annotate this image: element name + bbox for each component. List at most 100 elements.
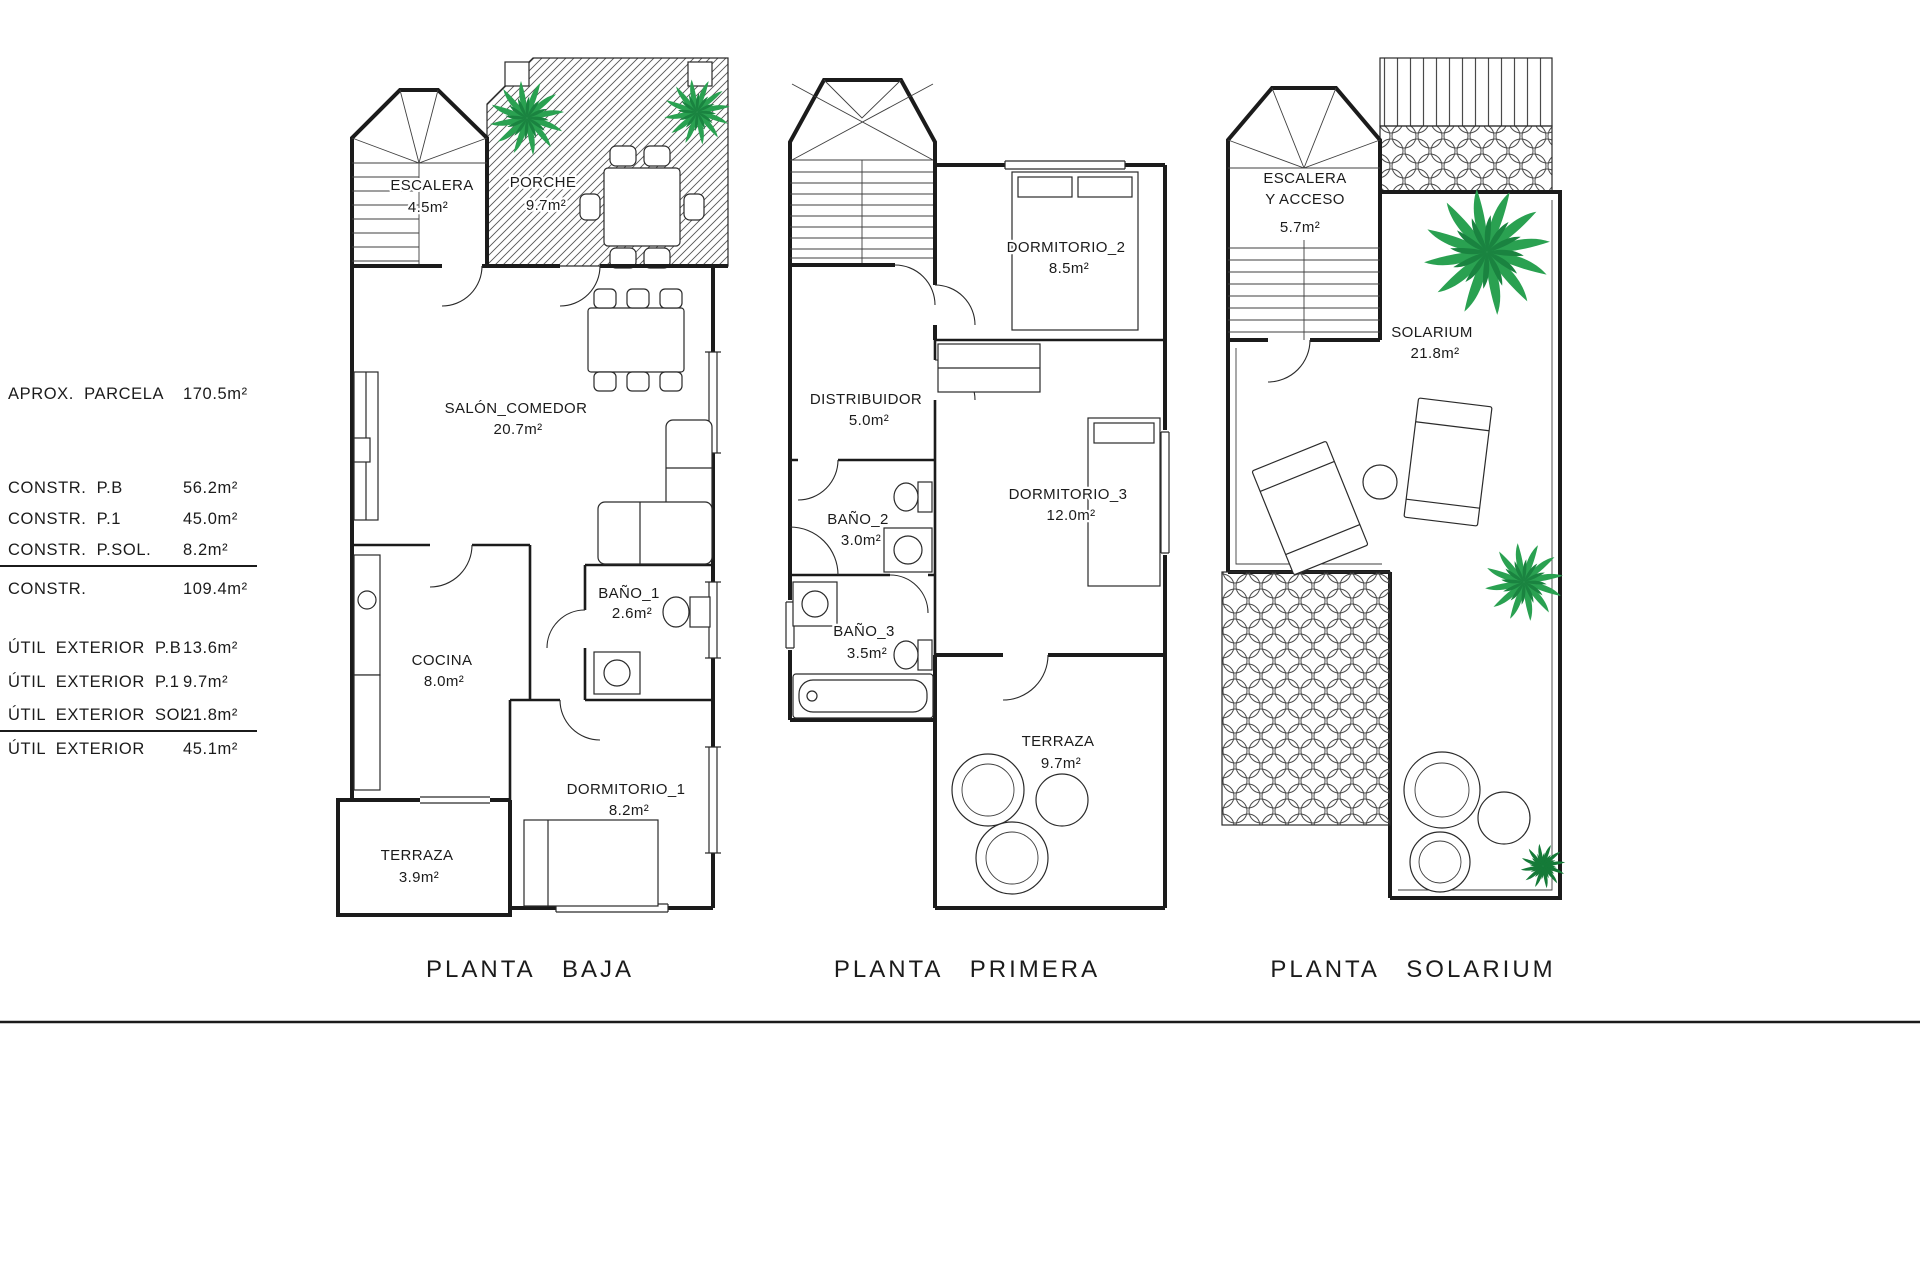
- wardrobe-icon: [937, 343, 1041, 393]
- door-arc: [797, 459, 839, 501]
- roof-tiles-lower: [1221, 571, 1391, 826]
- room-label-dormitorio3: DORMITORIO_3 12.0m²: [1006, 484, 1129, 527]
- door-arc: [889, 574, 929, 614]
- legend-label: ÚTIL EXTERIOR: [8, 739, 145, 758]
- area-legend: APROX. PARCELA 170.5m² CONSTR. P.B 56.2m…: [0, 385, 257, 758]
- stair-treads: [352, 163, 420, 268]
- room-name: BAÑO_2: [827, 511, 889, 528]
- bed-icon: [1087, 417, 1161, 587]
- door-arc: [441, 265, 483, 307]
- stair-block: [788, 78, 937, 267]
- door-arc: [559, 699, 601, 741]
- bathtub-icon: [792, 673, 934, 719]
- door-arc: [894, 264, 936, 306]
- room-name: COCINA: [412, 652, 473, 669]
- door-arc: [1002, 654, 1049, 701]
- room-name: ESCALERA: [1263, 170, 1346, 187]
- room-area: 2.6m²: [612, 605, 652, 622]
- room-area: 12.0m²: [1046, 507, 1095, 524]
- window-symbol: [1160, 431, 1170, 554]
- legend-label: ÚTIL EXTERIOR SOL.: [8, 705, 195, 724]
- interior-wall: [790, 338, 1165, 655]
- room-area: 5.0m²: [849, 412, 889, 429]
- room-label-solarium: SOLARIUM 21.8m²: [1389, 322, 1475, 365]
- legend-value: 8.2m²: [183, 541, 228, 559]
- room-name: ESCALERA: [390, 177, 473, 194]
- room-area: 8.5m²: [1049, 260, 1089, 277]
- palm-plant-icon: [1485, 543, 1563, 621]
- plan-titles: PLANTA BAJA PLANTA PRIMERA PLANTA SOLARI…: [426, 956, 1555, 983]
- plan-planta-solarium: ESCALERA Y ACCESO 5.7m² SOLARIUM 21.8m²: [1221, 57, 1565, 900]
- exterior-wall: [788, 265, 935, 722]
- palm-plant-icon: [1424, 189, 1550, 315]
- door-arc: [934, 284, 976, 326]
- roof-tiles-top: [1379, 57, 1553, 193]
- room-name: PORCHE: [510, 174, 577, 191]
- legend-value: 45.0m²: [183, 510, 238, 528]
- sink-icon: [593, 651, 641, 695]
- terrace-door-symbol: [420, 796, 490, 804]
- outdoor-table-icon: [579, 145, 705, 269]
- toilet-icon: [893, 481, 933, 513]
- window-symbol: [1004, 160, 1126, 170]
- legend-label: ÚTIL EXTERIOR P.1: [8, 672, 180, 691]
- room-label-dormitorio1: DORMITORIO_1 8.2m²: [564, 779, 687, 822]
- stair-treads: [790, 160, 935, 265]
- window-symbol: [705, 746, 721, 854]
- room-label-escalera-acceso: ESCALERA Y ACCESO 5.7m²: [1261, 168, 1348, 239]
- room-label-distribuidor: DISTRIBUIDOR 5.0m²: [808, 389, 924, 432]
- door-arc: [559, 265, 601, 307]
- stair-treads: [1228, 240, 1380, 340]
- legend-label: ÚTIL EXTERIOR P.B: [8, 638, 181, 657]
- legend-label: CONSTR. P.SOL.: [8, 541, 151, 559]
- room-name: BAÑO_3: [833, 623, 895, 640]
- sun-lounger-icon: [1403, 397, 1493, 527]
- legend-label: CONSTR. P.1: [8, 510, 121, 528]
- legend-label: APROX. PARCELA: [8, 385, 164, 403]
- stair-tower: [1226, 86, 1382, 383]
- bed-icon: [523, 819, 659, 907]
- room-area: 20.7m²: [493, 421, 542, 438]
- room-area: 4.5m²: [408, 199, 448, 216]
- plan-title-primera: PLANTA PRIMERA: [834, 956, 1100, 983]
- room-name: DORMITORIO_3: [1009, 486, 1128, 503]
- door-arc: [429, 544, 473, 588]
- room-area: 9.7m²: [526, 197, 566, 214]
- room-label-bano1: BAÑO_1 2.6m²: [596, 583, 662, 625]
- legend-value: 13.6m²: [183, 639, 238, 657]
- sun-lounger-icon: [1251, 441, 1369, 575]
- round-chair-icon: [951, 753, 1025, 827]
- sink-icon: [792, 581, 838, 627]
- legend-value: 9.7m²: [183, 673, 228, 691]
- bed-icon: [1011, 171, 1139, 331]
- room-label-escalera: ESCALERA 4.5m²: [388, 175, 475, 219]
- room-name: TERRAZA: [1022, 733, 1095, 750]
- kitchen-counter-icon: [353, 554, 381, 791]
- door-arc: [1267, 339, 1311, 383]
- room-label-dormitorio2: DORMITORIO_2 8.5m²: [1004, 237, 1127, 280]
- legend-label: CONSTR.: [8, 580, 86, 598]
- room-area: 3.9m²: [399, 869, 439, 886]
- room-label-porche: PORCHE 9.7m²: [507, 172, 578, 217]
- room-name: BAÑO_1: [598, 585, 660, 602]
- exterior-wall: [933, 655, 1167, 910]
- room-name: DORMITORIO_1: [567, 781, 686, 798]
- legend-value: 109.4m²: [183, 580, 248, 598]
- interior-wall: [352, 543, 713, 800]
- round-chair-icon: [1409, 831, 1471, 893]
- room-name: TERRAZA: [381, 847, 454, 864]
- toilet-icon: [893, 639, 933, 671]
- plan-title-baja: PLANTA BAJA: [426, 956, 634, 983]
- round-table-icon: [1362, 464, 1398, 500]
- exterior-wall: [935, 165, 1167, 657]
- plan-title-solarium: PLANTA SOLARIUM: [1270, 956, 1555, 983]
- stair-tower: [350, 88, 489, 268]
- plan-planta-baja: ESCALERA 4.5m² PORCHE 9.7m² SALÓN_COMEDO…: [336, 57, 730, 917]
- round-chair-icon: [975, 821, 1049, 895]
- legend-value: 21.8m²: [183, 706, 238, 724]
- room-area: 5.7m²: [1280, 219, 1320, 236]
- plan-planta-primera: DORMITORIO_2 8.5m² DISTRIBUIDOR 5.0m² BA…: [785, 78, 1170, 910]
- door-arc: [546, 609, 586, 649]
